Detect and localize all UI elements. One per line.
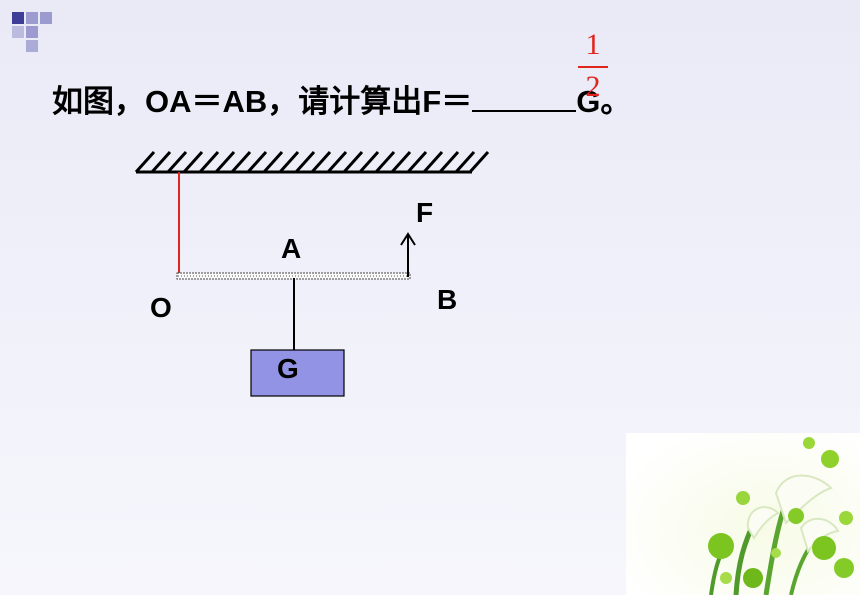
point-label-b: B: [437, 284, 458, 315]
corner-square: [12, 12, 24, 24]
corner-square: [40, 12, 52, 24]
weight-label-g: G: [277, 353, 299, 384]
corner-square: [26, 12, 38, 24]
fraction-numerator: 1: [585, 28, 601, 61]
force-arrow-head: [400, 232, 416, 246]
flower-decoration: [626, 433, 860, 595]
question-text: 如图，OA＝AB，请计算出F＝ G。: [52, 76, 631, 121]
fraction-bar: [578, 66, 608, 68]
fraction-denominator: 2: [585, 70, 601, 103]
corner-square: [26, 26, 38, 38]
question-prefix: 如图，OA＝AB，请计算出F＝: [52, 84, 473, 119]
point-label-a: A: [281, 233, 302, 264]
force-label-f: F: [416, 197, 434, 228]
corner-square: [26, 40, 38, 52]
ceiling-hatching: [134, 150, 490, 174]
answer-fraction: 1 2: [578, 30, 608, 102]
weight-block: [250, 349, 345, 397]
corner-square: [12, 26, 24, 38]
question-suffix: G。: [576, 84, 632, 119]
point-label-o: O: [150, 292, 172, 323]
answer-blank: [472, 84, 577, 112]
